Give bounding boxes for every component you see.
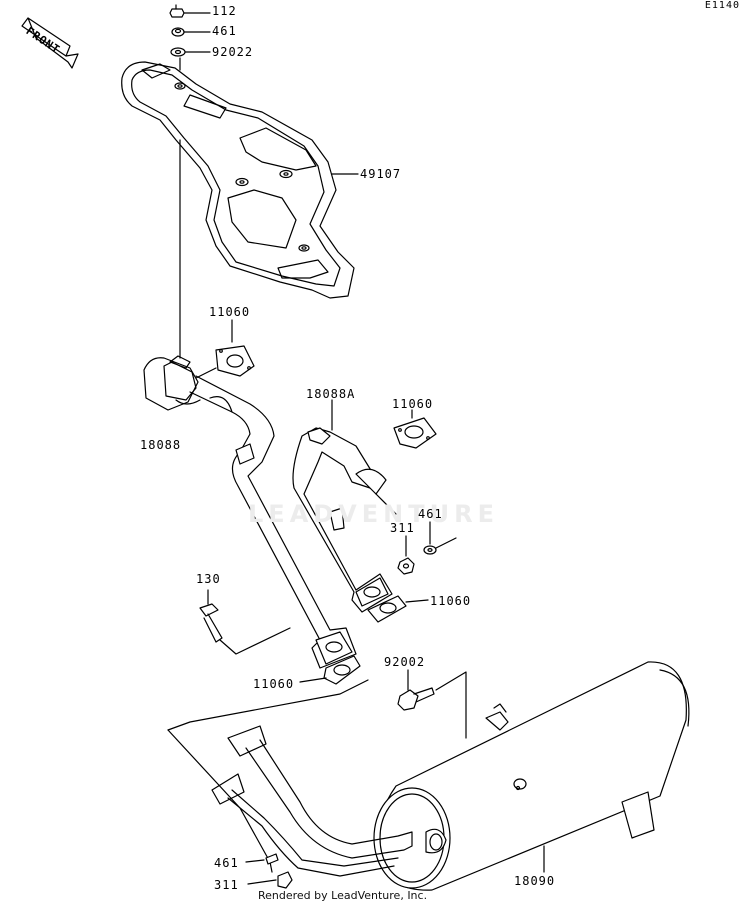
gasket-11060-right (393, 417, 437, 449)
gasket-11060-lower-left (323, 655, 361, 685)
part-label-461-mid[interactable]: 461 (418, 507, 443, 521)
bolt-130-icon (199, 589, 223, 643)
part-label-11060-mid[interactable]: 11060 (430, 594, 472, 608)
part-label-92002[interactable]: 92002 (384, 655, 426, 669)
part-label-49107[interactable]: 49107 (360, 167, 402, 181)
part-label-92022[interactable]: 92022 (212, 45, 254, 59)
credit-text: Rendered by LeadVenture, Inc. (258, 889, 428, 902)
muffler-18090 (373, 661, 690, 891)
washer-461-mid-icon (423, 545, 437, 555)
part-label-18090[interactable]: 18090 (514, 874, 556, 888)
washer-461-lower-icon (265, 853, 279, 865)
bolt-92002-icon (397, 687, 435, 711)
part-label-311-mid[interactable]: 311 (390, 521, 415, 535)
nut-311-lower-icon (277, 871, 293, 889)
washer-92022-icon (170, 47, 211, 57)
part-label-112[interactable]: 112 (212, 4, 237, 18)
gasket-11060-top (215, 345, 255, 377)
diagram-id: E1140 (704, 0, 740, 11)
gasket-11060-middle (367, 595, 407, 623)
nut-311-mid-icon (397, 557, 415, 575)
part-label-18088A[interactable]: 18088A (306, 387, 356, 401)
part-label-130[interactable]: 130 (196, 572, 221, 586)
bolt-112-icon (169, 4, 211, 18)
watermark-text: LEADVENTURE (248, 500, 499, 528)
part-label-18088[interactable]: 18088 (140, 438, 182, 452)
part-label-11060-top[interactable]: 11060 (209, 305, 251, 319)
part-label-11060-right[interactable]: 11060 (392, 397, 434, 411)
heat-guard-49107 (121, 61, 355, 299)
part-label-311-lower[interactable]: 311 (214, 878, 239, 892)
exhaust-pipe-18088 (143, 355, 357, 669)
part-label-461-top[interactable]: 461 (212, 24, 237, 38)
front-arrow-icon (21, 17, 79, 69)
part-label-461-lower[interactable]: 461 (214, 856, 239, 870)
lower-pipe (211, 725, 413, 877)
part-label-11060-lower[interactable]: 11060 (253, 677, 295, 691)
exhaust-pipe-18088A (292, 427, 393, 613)
nut-461-icon (171, 27, 211, 37)
